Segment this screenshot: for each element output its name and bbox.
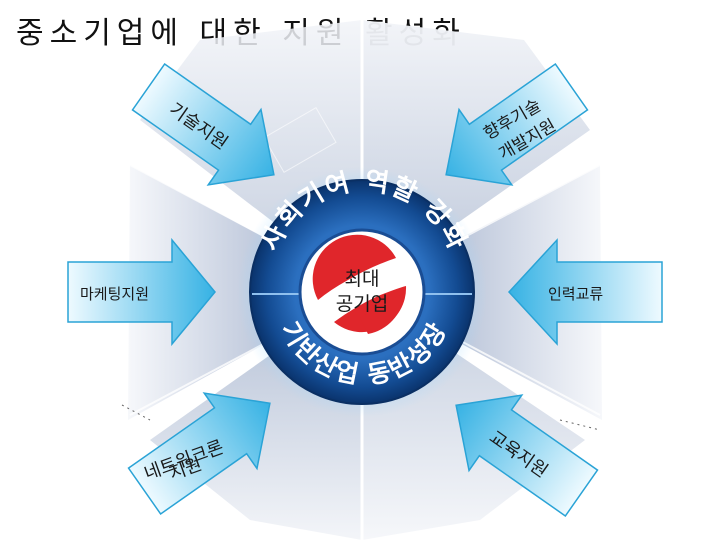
arrow-bottom-left: [127, 392, 271, 515]
faint-grid: [263, 106, 337, 174]
center-label-1: 최대: [345, 268, 380, 290]
arrow-left-label: 마케팅지원: [80, 285, 149, 303]
arrow-top-right: [445, 63, 589, 186]
arrow-top-left: [131, 63, 275, 186]
center-logo-icon: [312, 234, 407, 334]
center-ring: 사회기여 역할 강화 기반산업 동반성장: [237, 166, 487, 417]
center-label-2: 공기업: [336, 293, 388, 315]
faint-dots-right: [559, 419, 601, 431]
arrow-bottom-right: [455, 394, 599, 517]
arrow-right-label: 인력교류: [548, 285, 603, 303]
arrow-left: [67, 237, 216, 347]
arrow-right: [507, 238, 663, 346]
